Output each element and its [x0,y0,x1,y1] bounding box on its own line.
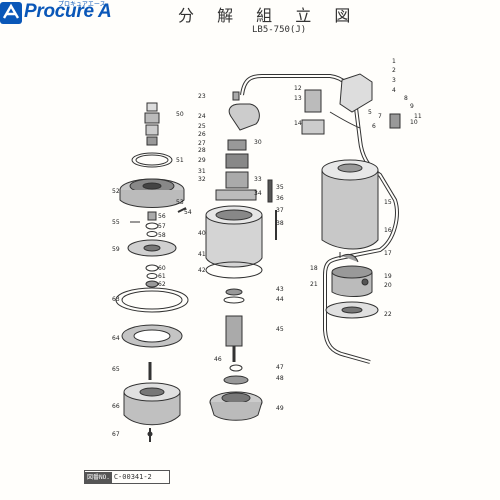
callout-18: 18 [310,265,318,272]
callout-22: 22 [384,311,392,318]
callout-15: 15 [384,199,392,206]
callout-58: 58 [158,232,166,239]
callout-2: 2 [392,67,396,74]
callout-30: 30 [254,139,262,146]
callout-9: 9 [410,103,414,110]
callout-27: 27 [198,140,206,147]
brand-logo[interactable]: プロキュアエース Procure A [0,0,140,26]
callout-24: 24 [198,113,206,120]
callout-36: 36 [276,195,284,202]
callout-43: 43 [276,286,284,293]
callout-49: 49 [276,405,284,412]
callout-14: 14 [294,120,302,127]
document-number: 図番NO.C-00341-2 [84,470,170,484]
callout-56: 56 [158,213,166,220]
callout-20: 20 [384,282,392,289]
callout-7: 7 [378,113,382,120]
callout-59: 59 [112,246,120,253]
callout-3: 3 [392,77,396,84]
callout-31: 31 [198,168,206,175]
callout-41: 41 [198,251,206,258]
callout-13: 13 [294,95,302,102]
callout-55: 55 [112,219,120,226]
model-number: LB5-750(J) [252,25,307,35]
callout-62: 62 [158,281,166,288]
part-stack-center [205,91,277,421]
part-stack-left [115,102,189,442]
callout-61: 61 [158,273,166,280]
callout-42: 42 [198,267,206,274]
callout-40: 40 [198,230,206,237]
callout-25: 25 [198,123,206,130]
callout-67: 67 [112,431,120,438]
callout-33: 33 [254,176,262,183]
callout-17: 17 [384,250,392,257]
document-number-value: C-00341-2 [113,473,152,481]
callout-26: 26 [198,131,206,138]
callout-57: 57 [158,223,166,230]
callout-23: 23 [198,93,206,100]
callout-53: 53 [176,199,184,206]
callout-1: 1 [392,58,396,65]
callout-45: 45 [276,326,284,333]
callout-64: 64 [112,335,120,342]
callout-50: 50 [176,111,184,118]
callout-35: 35 [276,184,284,191]
document-number-label: 図番NO. [85,472,112,484]
callout-38: 38 [276,220,284,227]
callout-65: 65 [112,366,120,373]
callout-52: 52 [112,188,120,195]
callout-4: 4 [392,87,396,94]
callout-12: 12 [294,85,302,92]
brand-logo-mark-icon [0,2,22,24]
callout-5: 5 [368,109,372,116]
callout-28: 28 [198,147,206,154]
callout-32: 32 [198,176,206,183]
callout-6: 6 [372,123,376,130]
callout-21: 21 [310,281,318,288]
callout-8: 8 [404,95,408,102]
brand-logo-text: Procure A [24,1,112,22]
diagram-title: 分 解 組 立 図 [178,6,360,25]
callout-46: 46 [214,356,222,363]
callout-66: 66 [112,403,120,410]
part-stack-right [301,73,401,319]
callout-labels: 1 2 3 4 5 6 7 8 9 10 11 12 13 14 15 16 1… [112,58,422,438]
callout-11: 11 [414,113,422,120]
callout-37: 37 [276,207,284,214]
callout-10: 10 [410,119,418,126]
callout-34: 34 [254,190,262,197]
callout-60: 60 [158,265,166,272]
callout-19: 19 [384,273,392,280]
callout-54: 54 [184,209,192,216]
brand-logo-kana: プロキュアエース [58,1,106,8]
callout-51: 51 [176,157,184,164]
callout-16: 16 [384,227,392,234]
callout-29: 29 [198,157,206,164]
callout-63: 63 [112,296,120,303]
callout-44: 44 [276,296,284,303]
callout-47: 47 [276,364,284,371]
callout-48: 48 [276,375,284,382]
